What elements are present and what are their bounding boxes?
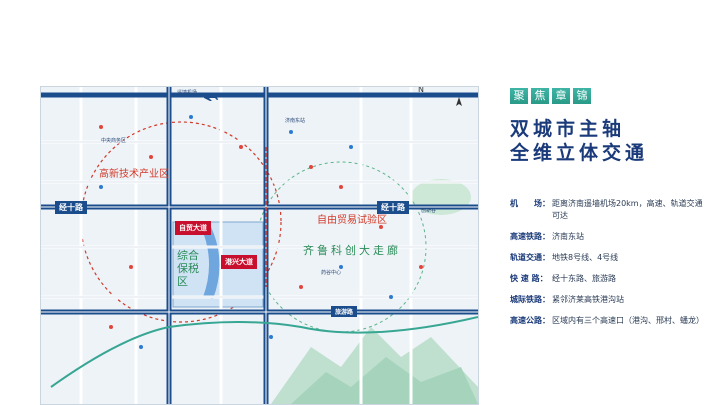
road-label-jingshi-left: 经十路 <box>55 201 87 214</box>
fact-value: 距离济南遥墙机场20km，高速、轨道交通可达 <box>552 199 703 220</box>
label-airport: 遥墙机场 <box>177 90 198 96</box>
tag-1: 聚 <box>510 88 528 104</box>
road-label-lvyou: 旅游路 <box>331 306 358 317</box>
label-plaza: 中央商务区 <box>101 138 127 144</box>
fact-key: 轨道交通： <box>510 253 550 262</box>
label-lake: 创新谷 <box>421 208 437 214</box>
label-gangxing-avenue: 港兴大道 <box>221 255 257 269</box>
river-shape <box>201 227 220 299</box>
fact-row: 快 速 路： 经十东路、旅游路 <box>510 273 710 285</box>
fact-list: 机 场： 距离济南遥墙机场20km，高速、轨道交通可达 高速铁路： 济南东站 轨… <box>510 198 710 336</box>
zone-label-bonded: 综合保税区 <box>177 249 199 288</box>
intercity-rail-line <box>50 316 478 388</box>
headline-line-2: 全维立体交通 <box>510 142 649 164</box>
area-map: N 经十路 经十路 旅游路 高新技术产业区 自由贸易试验区 齐鲁科创大走廊 综合… <box>40 86 479 405</box>
poi-markers-blue <box>99 115 393 349</box>
tag-2: 焦 <box>531 88 549 104</box>
fact-row: 城际铁路： 紧邻济莱高铁港沟站 <box>510 294 710 306</box>
zone-label-gaoxin: 高新技术产业区 <box>99 169 169 180</box>
poi-markers <box>99 125 423 329</box>
fact-value: 区域内有三个高速口（港沟、邢村、蟠龙） <box>552 316 704 325</box>
info-panel: 聚 焦 章 锦 双城市主轴 全维立体交通 机 场： 距离济南遥墙机场20km，高… <box>480 0 720 405</box>
compass-label: N <box>418 86 424 94</box>
fact-value: 经十东路、旅游路 <box>552 274 616 283</box>
fact-row: 机 场： 距离济南遥墙机场20km，高速、轨道交通可达 <box>510 198 710 222</box>
fact-value: 地铁8号线、4号线 <box>552 253 619 262</box>
fact-key: 高速公路： <box>510 316 550 325</box>
zone-label-free-trade: 自由贸易试验区 <box>317 215 387 226</box>
fact-key: 快 速 路： <box>510 274 548 283</box>
fact-row: 轨道交通： 地铁8号线、4号线 <box>510 252 710 264</box>
fact-row: 高速铁路： 济南东站 <box>510 231 710 243</box>
road-label-jingshi-right: 经十路 <box>377 201 409 214</box>
headline-line-1: 双城市主轴 <box>510 118 626 140</box>
fact-row: 高速公路： 区域内有三个高速口（港沟、邢村、蟠龙） <box>510 315 710 327</box>
tag-3: 章 <box>552 88 570 104</box>
label-ziyou-avenue: 自贸大道 <box>175 221 211 235</box>
keyword-tags: 聚 焦 章 锦 <box>510 88 591 104</box>
label-science-park: 药谷中心 <box>321 270 342 276</box>
fact-value: 紧邻济莱高铁港沟站 <box>552 295 624 304</box>
fact-value: 济南东站 <box>552 232 584 241</box>
compass-icon <box>456 97 462 106</box>
minor-road-edges <box>41 141 478 298</box>
mountains-front-shape <box>291 357 478 404</box>
label-station: 济南东站 <box>285 118 306 124</box>
airplane-icon <box>204 93 218 101</box>
park-shape <box>411 179 471 215</box>
fact-key: 城际铁路： <box>510 295 550 304</box>
zone-label-qilu: 齐鲁科创大走廊 <box>303 244 401 257</box>
fact-key: 机 场： <box>510 199 550 208</box>
fact-key: 高速铁路： <box>510 232 550 241</box>
map-canvas <box>41 87 478 404</box>
tag-4: 锦 <box>573 88 591 104</box>
